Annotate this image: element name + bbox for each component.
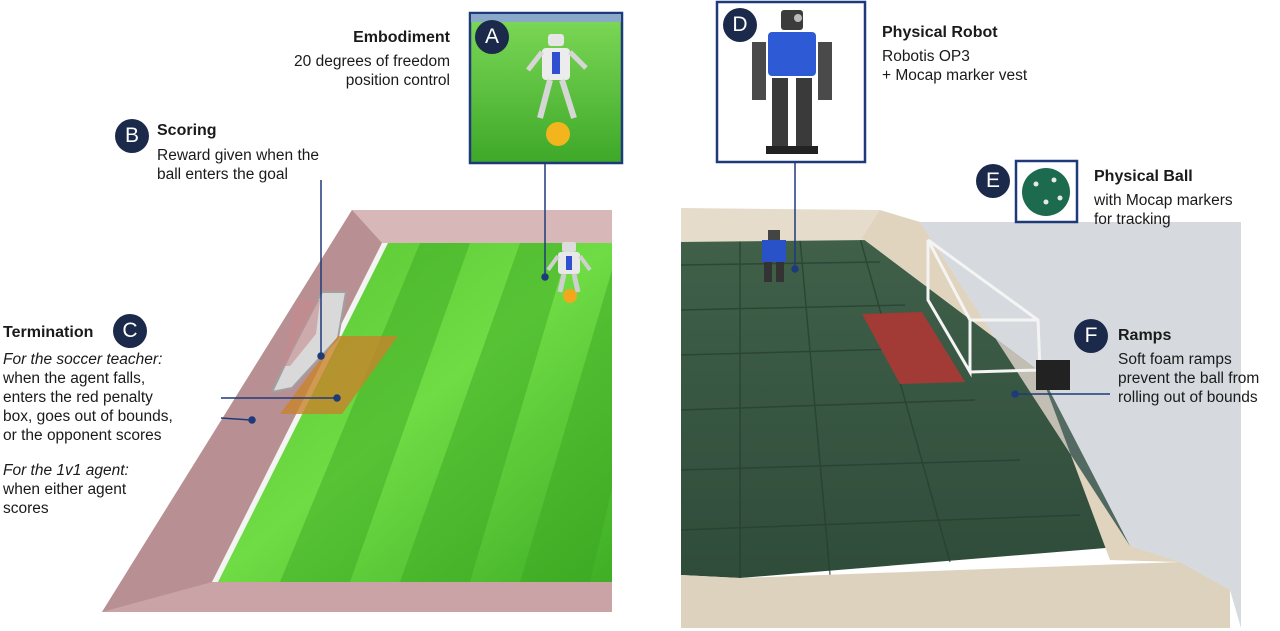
inset-real-ball-icon [1022, 168, 1070, 216]
real-floor [681, 238, 1130, 578]
real-ramp-top [681, 208, 880, 242]
callout-b-badge: B [115, 119, 149, 153]
callout-a-badge: A [475, 20, 509, 54]
sim-field [102, 210, 612, 612]
callout-b-line: Reward given when the [157, 147, 319, 164]
callout-f-line: rolling out of bounds [1118, 389, 1258, 406]
callout-c-line: or the opponent scores [3, 427, 162, 444]
callout-c-line: enters the red penalty [3, 389, 153, 406]
callout-f-title: Ramps [1118, 327, 1172, 344]
inset-real-robot-icon [752, 10, 832, 154]
callout-f-line: prevent the ball from [1118, 370, 1260, 387]
callout-b-description: Reward given when the ball enters the go… [157, 146, 319, 184]
callout-c-title: Termination [3, 324, 94, 341]
callout-e-line: for tracking [1094, 211, 1171, 228]
callout-f-description: Soft foam ramps prevent the ball from ro… [1118, 350, 1259, 407]
sim-field-wall-top-face [352, 210, 612, 243]
real-ramp-right [862, 210, 1180, 562]
real-field [680, 208, 1241, 628]
real-robot-icon [762, 230, 786, 282]
callout-e-description: with Mocap markers for tracking [1094, 191, 1233, 229]
leader-lines [220, 162, 1110, 424]
sim-goal [270, 291, 348, 394]
real-floor-outside [920, 222, 1241, 628]
callout-c-line: when either agent [3, 481, 127, 498]
callout-a-line: 20 degrees of freedom [294, 53, 450, 70]
callout-f-line: Soft foam ramps [1118, 351, 1232, 368]
real-goal-base [1036, 360, 1070, 390]
sim-field-grass [212, 243, 612, 582]
sim-ball-icon [563, 289, 577, 303]
sim-robot-icon [546, 242, 592, 293]
inset-ball-icon [546, 122, 570, 146]
callout-d-badge: D [723, 8, 757, 42]
real-ramp-bottom [681, 562, 1230, 628]
callout-d-description: Robotis OP3 + Mocap marker vest [882, 47, 1027, 85]
callout-e-line: with Mocap markers [1094, 192, 1233, 209]
callout-a-title: Embodiment [353, 29, 450, 46]
real-goal [926, 238, 1042, 378]
callout-c-line: when the agent falls, [3, 370, 146, 387]
callout-d-line: Robotis OP3 [882, 48, 970, 65]
callout-d-line: + Mocap marker vest [882, 67, 1028, 84]
callout-a-description: 20 degrees of freedom position control [294, 52, 450, 90]
callout-b-line: ball enters the goal [157, 166, 288, 183]
callout-c-line: box, goes out of bounds, [3, 408, 173, 425]
real-penalty-box [862, 312, 965, 384]
sim-penalty-box [280, 336, 398, 414]
embodiment-inset [468, 11, 624, 165]
callout-f-badge: F [1074, 319, 1108, 353]
callout-c-teacher-heading: For the soccer teacher: [3, 351, 163, 368]
callout-e-title: Physical Ball [1094, 168, 1193, 185]
callout-c-badge: C [113, 314, 147, 348]
callout-e-badge: E [976, 164, 1010, 198]
callout-c-agent-heading: For the 1v1 agent: [3, 462, 129, 479]
callout-d-title: Physical Robot [882, 24, 998, 41]
callout-a-line: position control [345, 72, 450, 89]
callout-b-title: Scoring [157, 122, 217, 139]
callout-c-line: scores [3, 500, 49, 517]
sim-grass-stripes [280, 243, 612, 582]
callout-c-description: For the soccer teacher: when the agent f… [3, 350, 173, 445]
physical-ball-inset [1014, 159, 1079, 224]
inset-robot-icon [526, 34, 588, 119]
callout-c-agent-description: For the 1v1 agent: when either agent sco… [3, 461, 129, 518]
